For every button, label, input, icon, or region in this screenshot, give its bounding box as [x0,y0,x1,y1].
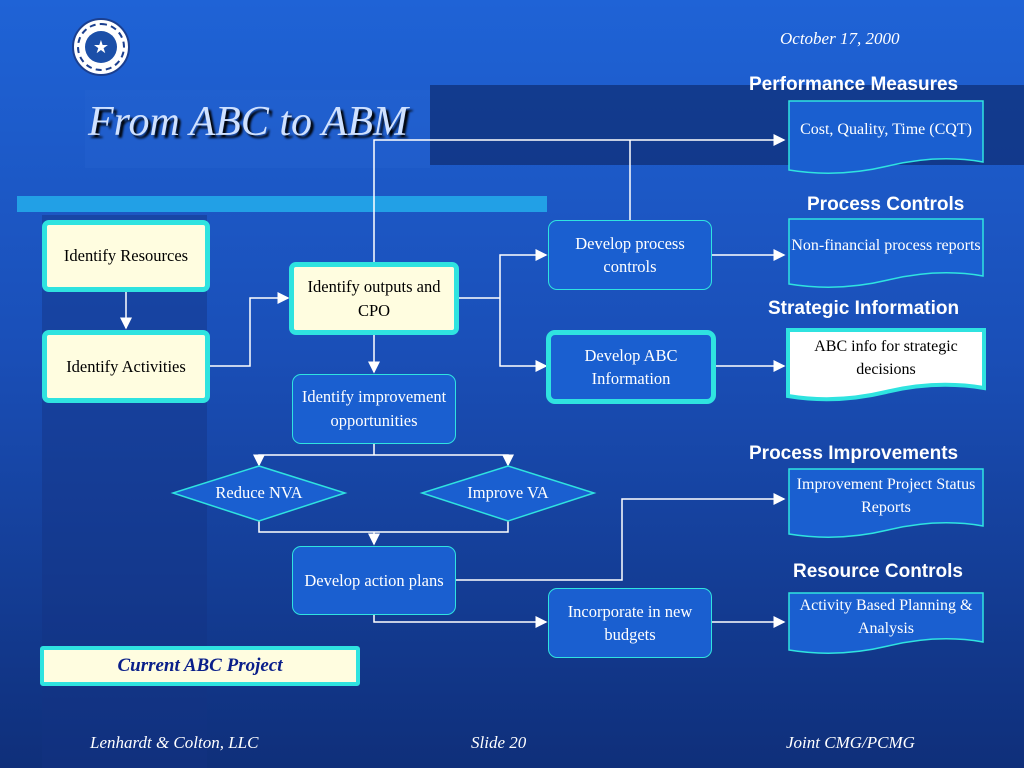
title-band [85,90,430,168]
reduce-nva-label: Reduce NVA [215,483,303,502]
slide-title: From ABC to ABM [88,99,409,145]
reduce-nva-diamond [170,465,348,522]
current-project-label: Current ABC Project [40,646,360,686]
process-reports-text: Non-financial process reports [791,237,981,255]
cqt-document: Cost, Quality, Time (CQT) [788,100,984,178]
improvement-status-text: Improvement Project Status Reports [796,475,976,516]
identify-improvement-box: Identify improvement opportunities [292,374,456,444]
improve-va-label: Improve VA [467,483,549,502]
strategic-decisions-document: ABC info for strategic decisions [786,328,986,406]
seal-ring [77,23,125,71]
strategic-decisions-text: ABC info for strategic decisions [814,337,958,378]
process-improvements-heading: Process Improvements [749,443,959,464]
activity-planning-document: Activity Based Planning & Analysis [788,592,984,670]
develop-process-box: Develop process controls [548,220,712,290]
activity-planning-text: Activity Based Planning & Analysis [799,596,973,637]
process-reports-document: Non-financial process reports [788,218,984,296]
footer-slide-number: Slide 20 [471,733,527,752]
identify-activities-box: Identify Activities [42,330,210,403]
dot-seal-logo: ★ [72,18,130,76]
footer-right: Joint CMG/PCMG [786,733,915,752]
process-controls-heading: Process Controls [807,194,965,215]
accent-bar [17,196,547,212]
develop-abc-box: Develop ABC Information [546,330,716,404]
develop-action-box: Develop action plans [292,546,456,615]
cqt-document-text: Cost, Quality, Time (CQT) [800,121,972,139]
star-icon: ★ [85,31,117,63]
strategic-information-heading: Strategic Information [768,298,960,319]
incorporate-box: Incorporate in new budgets [548,588,712,658]
improvement-status-document: Improvement Project Status Reports [788,468,984,546]
footer-left: Lenhardt & Colton, LLC [90,733,259,752]
identify-outputs-box: Identify outputs and CPO [289,262,459,335]
slide-date: October 17, 2000 [780,29,900,48]
performance-measures-heading: Performance Measures [749,74,959,95]
identify-resources-box: Identify Resources [42,220,210,292]
resource-controls-heading: Resource Controls [793,561,963,582]
improve-va-diamond [419,465,597,522]
